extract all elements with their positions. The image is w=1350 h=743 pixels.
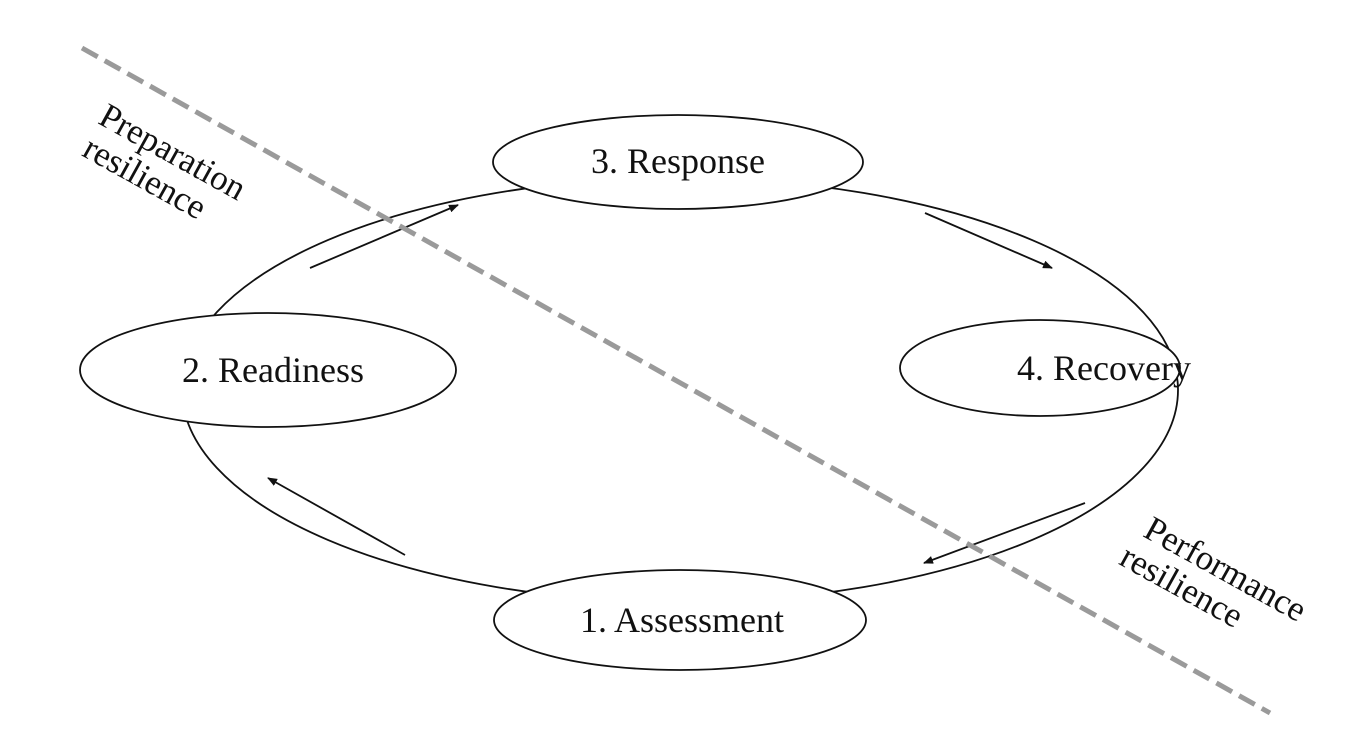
stage-readiness: 2. Readiness bbox=[79, 312, 457, 428]
arrow-assessment-to-readiness bbox=[267, 477, 406, 556]
stage-recovery-label: 4. Recovery bbox=[1017, 348, 1191, 388]
stage-recovery: 4. Recovery bbox=[899, 319, 1191, 417]
arrow-readiness-to-response bbox=[309, 204, 459, 269]
stage-readiness-ellipse bbox=[79, 312, 457, 428]
stage-readiness-label: 2. Readiness bbox=[182, 350, 364, 390]
stage-recovery-ellipse bbox=[899, 319, 1181, 417]
preparation-resilience-label: Preparation resilience bbox=[77, 96, 253, 227]
resilience-divider-line bbox=[80, 45, 1272, 716]
stage-assessment: 1. Assessment bbox=[493, 569, 867, 671]
performance-resilience-label: Performance resilience bbox=[1114, 509, 1313, 636]
stage-response-label: 3. Response bbox=[591, 141, 765, 181]
stage-response-ellipse bbox=[492, 114, 864, 210]
stage-response: 3. Response bbox=[492, 114, 864, 210]
arrow-response-to-recovery bbox=[924, 212, 1053, 269]
stage-assessment-ellipse bbox=[493, 569, 867, 671]
stage-assessment-label: 1. Assessment bbox=[580, 600, 784, 640]
arrow-recovery-to-assessment bbox=[923, 502, 1086, 564]
